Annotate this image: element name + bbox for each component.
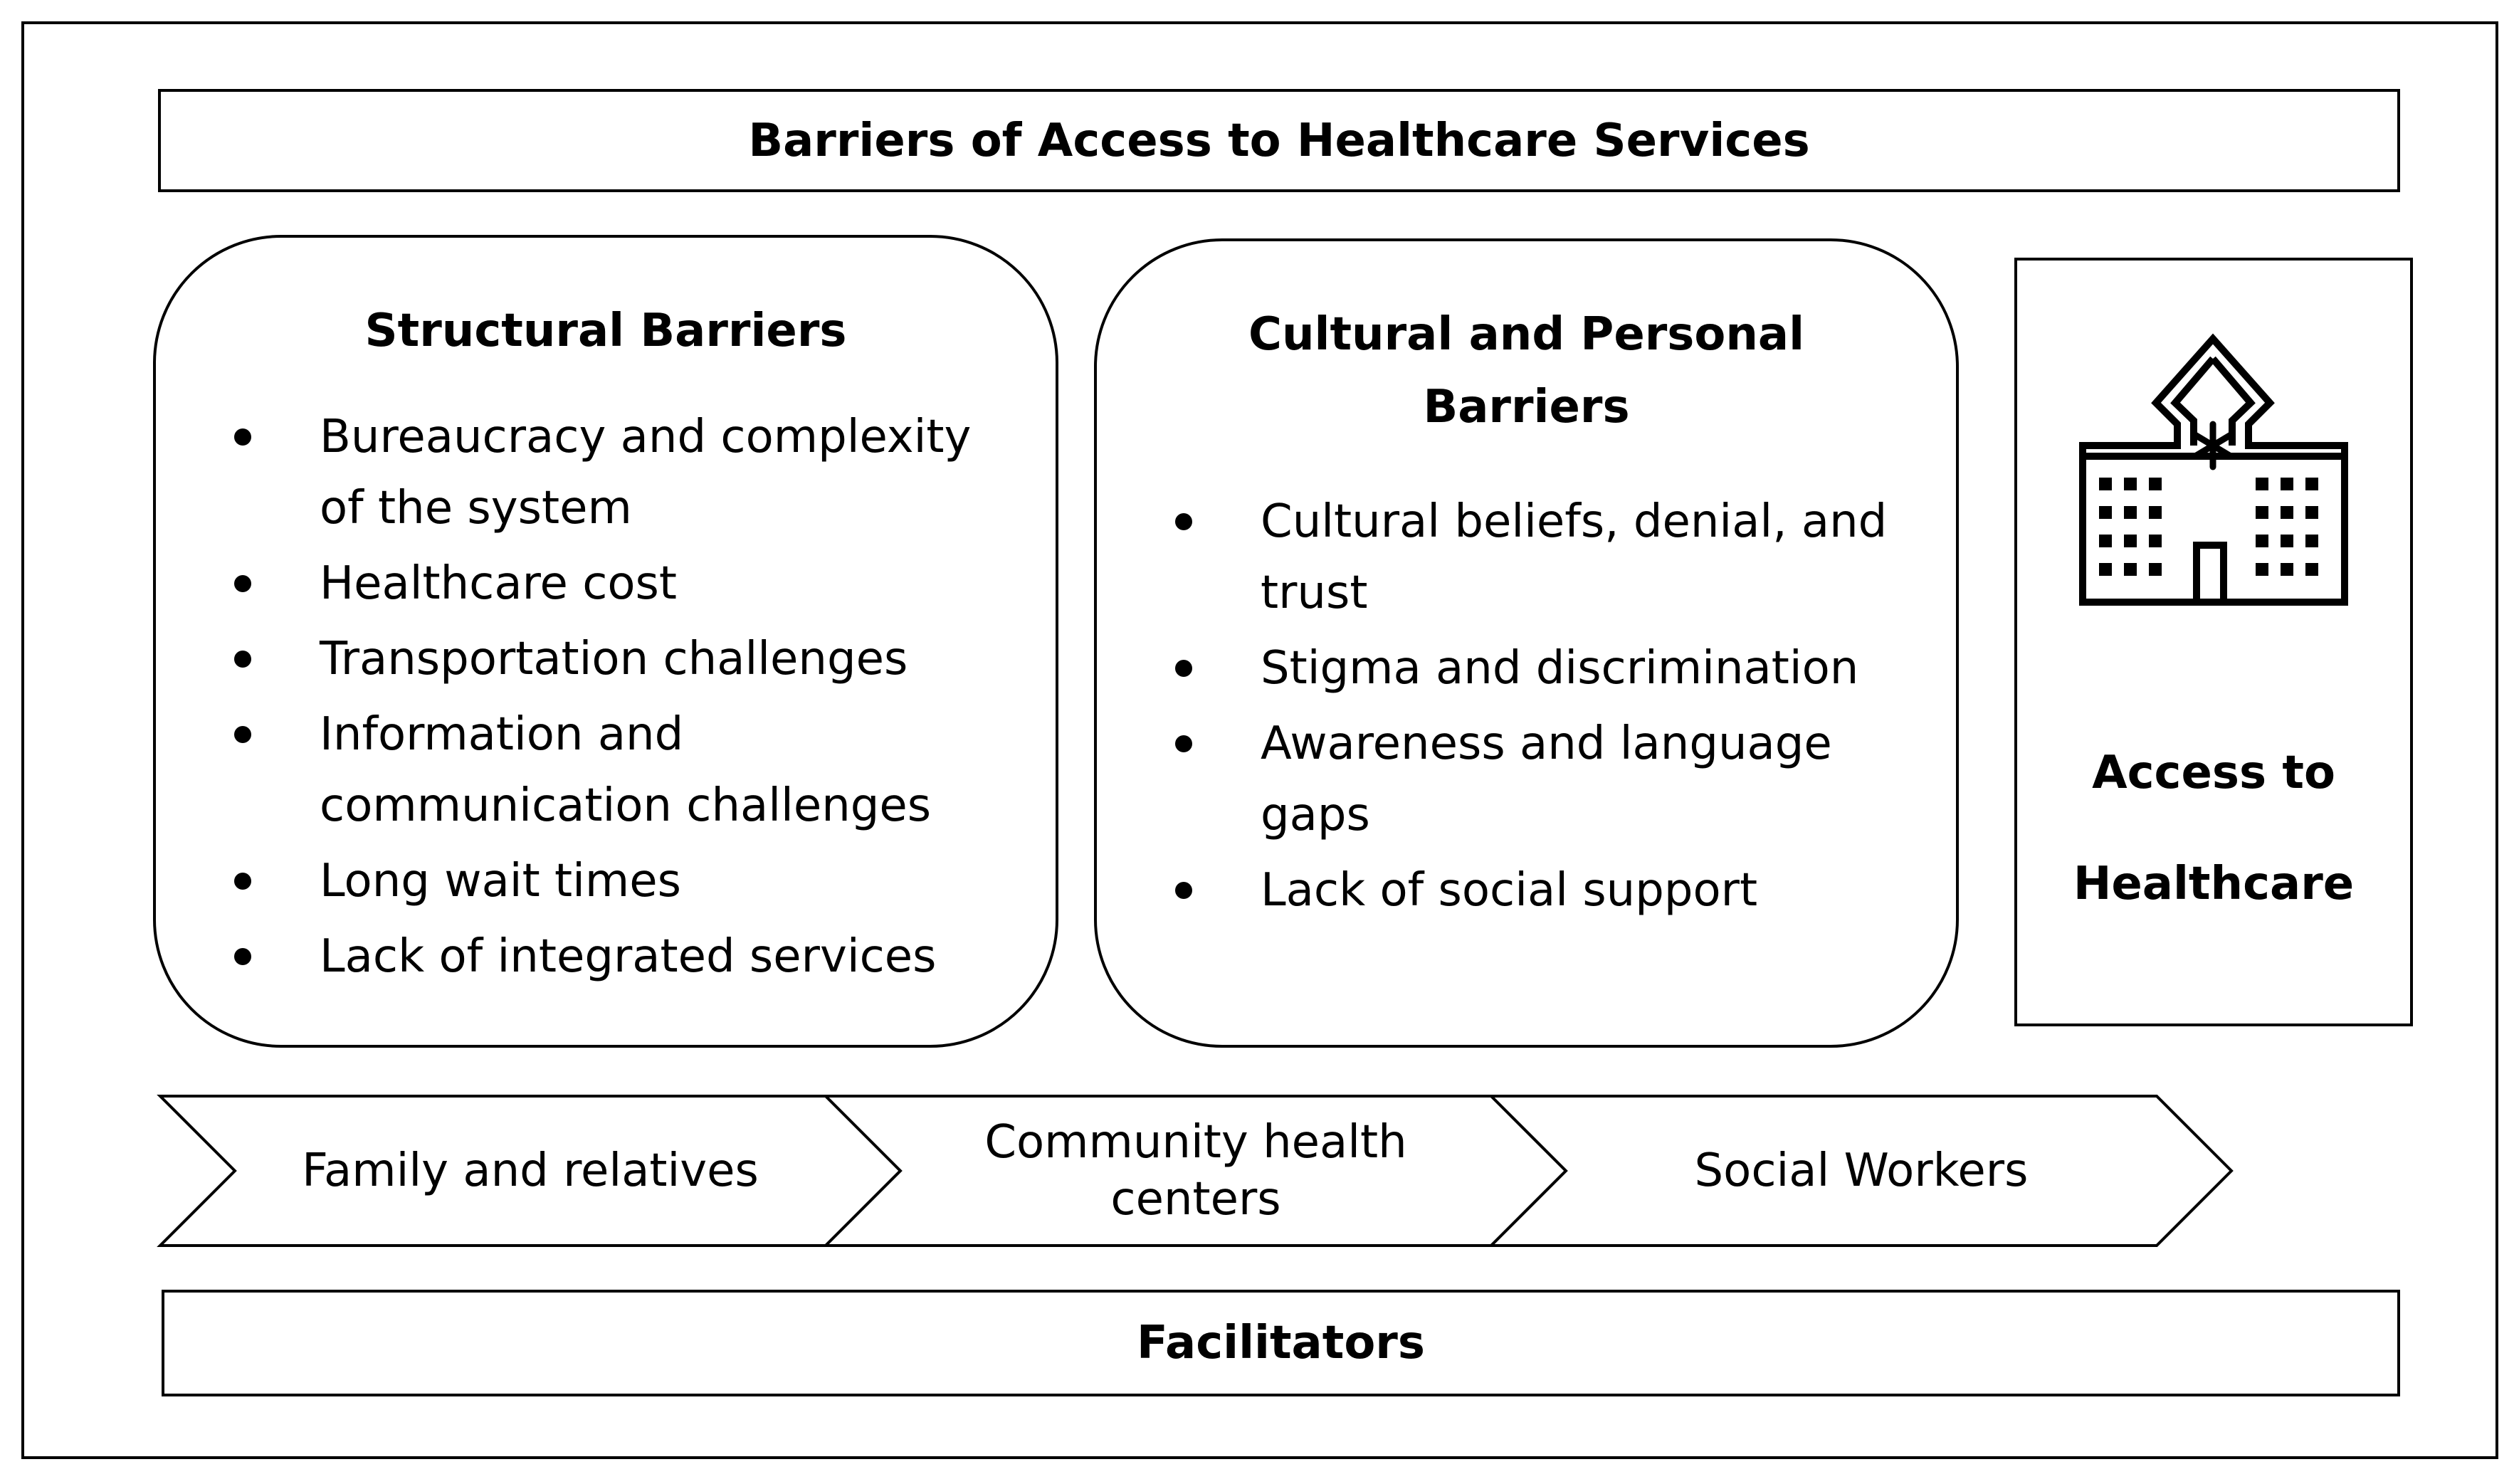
bullet-icon bbox=[234, 948, 251, 965]
bullet-icon bbox=[234, 575, 251, 592]
access-to-healthcare-box: Access to Healthcare bbox=[2014, 258, 2413, 1026]
hospital-icon bbox=[2079, 333, 2348, 606]
bullet-icon bbox=[234, 651, 251, 668]
list-item: Transportation challenges bbox=[156, 623, 1056, 695]
facilitators-label: Facilitators bbox=[1137, 1317, 1425, 1369]
bullet-icon bbox=[1175, 660, 1192, 677]
bullet-icon bbox=[1175, 882, 1192, 899]
list-item: Healthcare cost bbox=[156, 548, 1056, 619]
access-label-line1: Access to bbox=[2092, 747, 2335, 799]
bullet-icon bbox=[234, 428, 251, 446]
facilitator-step-label: Family and relatives bbox=[302, 1144, 759, 1197]
facilitator-step-label: Social Workers bbox=[1694, 1144, 2029, 1197]
bullet-icon bbox=[1175, 735, 1192, 752]
bullet-icon bbox=[1175, 513, 1192, 530]
list-item: Lack of integrated services bbox=[156, 921, 1056, 992]
facilitators-bar: Facilitators bbox=[162, 1290, 2400, 1396]
structural-barriers-heading: Structural Barriers bbox=[364, 305, 847, 357]
diagram-frame bbox=[21, 21, 2498, 1459]
access-label-line2: Healthcare bbox=[2073, 858, 2355, 910]
bullet-icon bbox=[234, 873, 251, 890]
list-item: Stigma and discrimination bbox=[1097, 633, 1956, 704]
bullet-icon bbox=[234, 726, 251, 743]
list-item: Lack of social support bbox=[1097, 855, 1956, 926]
structural-barriers-box: Structural Barriers Bureaucracy and comp… bbox=[153, 235, 1058, 1048]
diagram-title: Barriers of Access to Healthcare Service… bbox=[748, 114, 1810, 167]
title-bar: Barriers of Access to Healthcare Service… bbox=[158, 89, 2400, 192]
list-item: Long wait times bbox=[156, 846, 1056, 917]
